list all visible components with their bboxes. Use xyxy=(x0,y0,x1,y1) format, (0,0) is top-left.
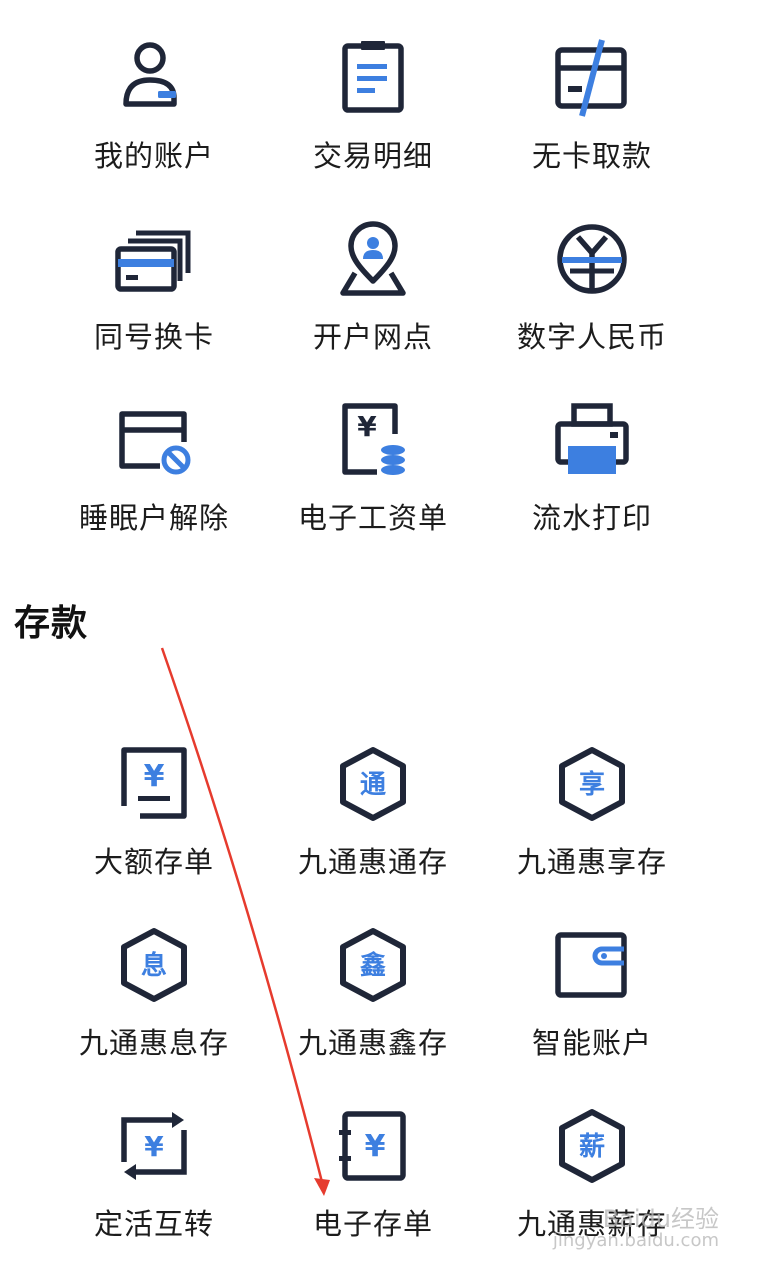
deposit-label: 九通惠息存 xyxy=(78,1026,229,1060)
dormant-account-icon xyxy=(119,411,191,475)
service-dormant-account-release[interactable]: 睡眠户解除 xyxy=(45,362,263,543)
service-branch-locator[interactable]: 开户网点 xyxy=(264,181,482,362)
transfer-icon: ¥ xyxy=(121,1112,187,1180)
currency-glyph: ¥ xyxy=(365,1129,386,1164)
hexagon-tong-icon: 通 xyxy=(340,747,406,821)
account-icon xyxy=(123,42,177,107)
deposit-label: 九通惠通存 xyxy=(297,845,448,879)
service-label: 电子工资单 xyxy=(297,501,448,535)
watermark: Baidu经验 jingyan.baidu.com xyxy=(552,1205,719,1252)
service-digital-rmb[interactable]: 数字人民币 xyxy=(483,181,701,362)
service-transaction-details[interactable]: 交易明细 xyxy=(264,0,482,181)
deposit-jiutonghui-salary[interactable]: 薪 九通惠薪存 xyxy=(483,1068,701,1249)
deposit-label: 电子存单 xyxy=(312,1207,433,1241)
service-label: 同号换卡 xyxy=(93,320,214,354)
deposit-label: 定活互转 xyxy=(93,1207,214,1241)
hexagon-glyph: 息 xyxy=(141,950,167,981)
hexagon-glyph: 鑫 xyxy=(360,950,386,981)
deposit-jiutonghui-tong[interactable]: 通 九通惠通存 xyxy=(264,706,482,887)
document-list-icon xyxy=(342,41,404,113)
service-statement-print[interactable]: 流水打印 xyxy=(483,362,701,543)
service-label: 交易明细 xyxy=(312,139,433,173)
location-pin-icon xyxy=(340,221,406,296)
deposit-large-certificate[interactable]: ¥ 大额存单 xyxy=(45,706,263,887)
watermark-main: Baidu经验 xyxy=(602,1205,719,1233)
service-my-account[interactable]: 我的账户 xyxy=(45,0,263,181)
deposit-electronic-certificate[interactable]: ¥ 电子存单 xyxy=(264,1068,482,1249)
salary-slip-icon: ¥ xyxy=(342,403,405,475)
deposit-label: 智能账户 xyxy=(531,1026,652,1060)
deposit-label: 九通惠享存 xyxy=(516,845,667,879)
hexagon-xiang-icon: 享 xyxy=(559,747,625,821)
deposit-jiutonghui-xiang[interactable]: 享 九通惠享存 xyxy=(483,706,701,887)
deposit-jiutonghui-xin[interactable]: 鑫 九通惠鑫存 xyxy=(264,887,482,1068)
deposit-fixed-demand-transfer[interactable]: ¥ 定活互转 xyxy=(45,1068,263,1249)
digital-rmb-icon xyxy=(557,224,627,294)
card-stack-icon xyxy=(115,230,191,292)
e-deposit-icon: ¥ xyxy=(339,1111,406,1181)
hexagon-glyph: 通 xyxy=(360,770,386,800)
hexagon-xin-salary-icon: 薪 xyxy=(559,1109,625,1183)
deposit-label: 大额存单 xyxy=(93,845,214,879)
hexagon-xin-icon: 鑫 xyxy=(340,928,406,1002)
currency-glyph: ¥ xyxy=(357,410,377,443)
service-same-number-card-change[interactable]: 同号换卡 xyxy=(45,181,263,362)
deposit-section-title: 存款 xyxy=(14,603,89,644)
service-electronic-salary-slip[interactable]: ¥ 电子工资单 xyxy=(264,362,482,543)
deposit-label: 九通惠鑫存 xyxy=(297,1026,448,1060)
currency-glyph: ¥ xyxy=(144,1130,164,1163)
deposit-jiutonghui-xi[interactable]: 息 九通惠息存 xyxy=(45,887,263,1068)
service-label: 无卡取款 xyxy=(531,139,652,173)
hexagon-xi-icon: 息 xyxy=(121,928,187,1002)
service-label: 流水打印 xyxy=(531,501,652,535)
printer-icon xyxy=(555,403,629,474)
hexagon-glyph: 薪 xyxy=(579,1132,605,1162)
large-deposit-icon: ¥ xyxy=(121,747,187,819)
wallet-icon xyxy=(555,932,627,998)
deposit-smart-account[interactable]: 智能账户 xyxy=(483,887,701,1068)
service-cardless-withdrawal[interactable]: 无卡取款 xyxy=(483,0,701,181)
hexagon-glyph: 享 xyxy=(579,769,605,800)
deposit-label: 九通惠薪存 xyxy=(516,1207,667,1241)
currency-glyph: ¥ xyxy=(144,759,165,794)
service-label: 开户网点 xyxy=(312,320,433,354)
cardless-withdraw-icon xyxy=(555,39,627,117)
watermark-sub: jingyan.baidu.com xyxy=(552,1230,719,1251)
service-label: 睡眠户解除 xyxy=(78,501,229,535)
service-label: 数字人民币 xyxy=(516,320,667,354)
service-label: 我的账户 xyxy=(93,139,214,173)
